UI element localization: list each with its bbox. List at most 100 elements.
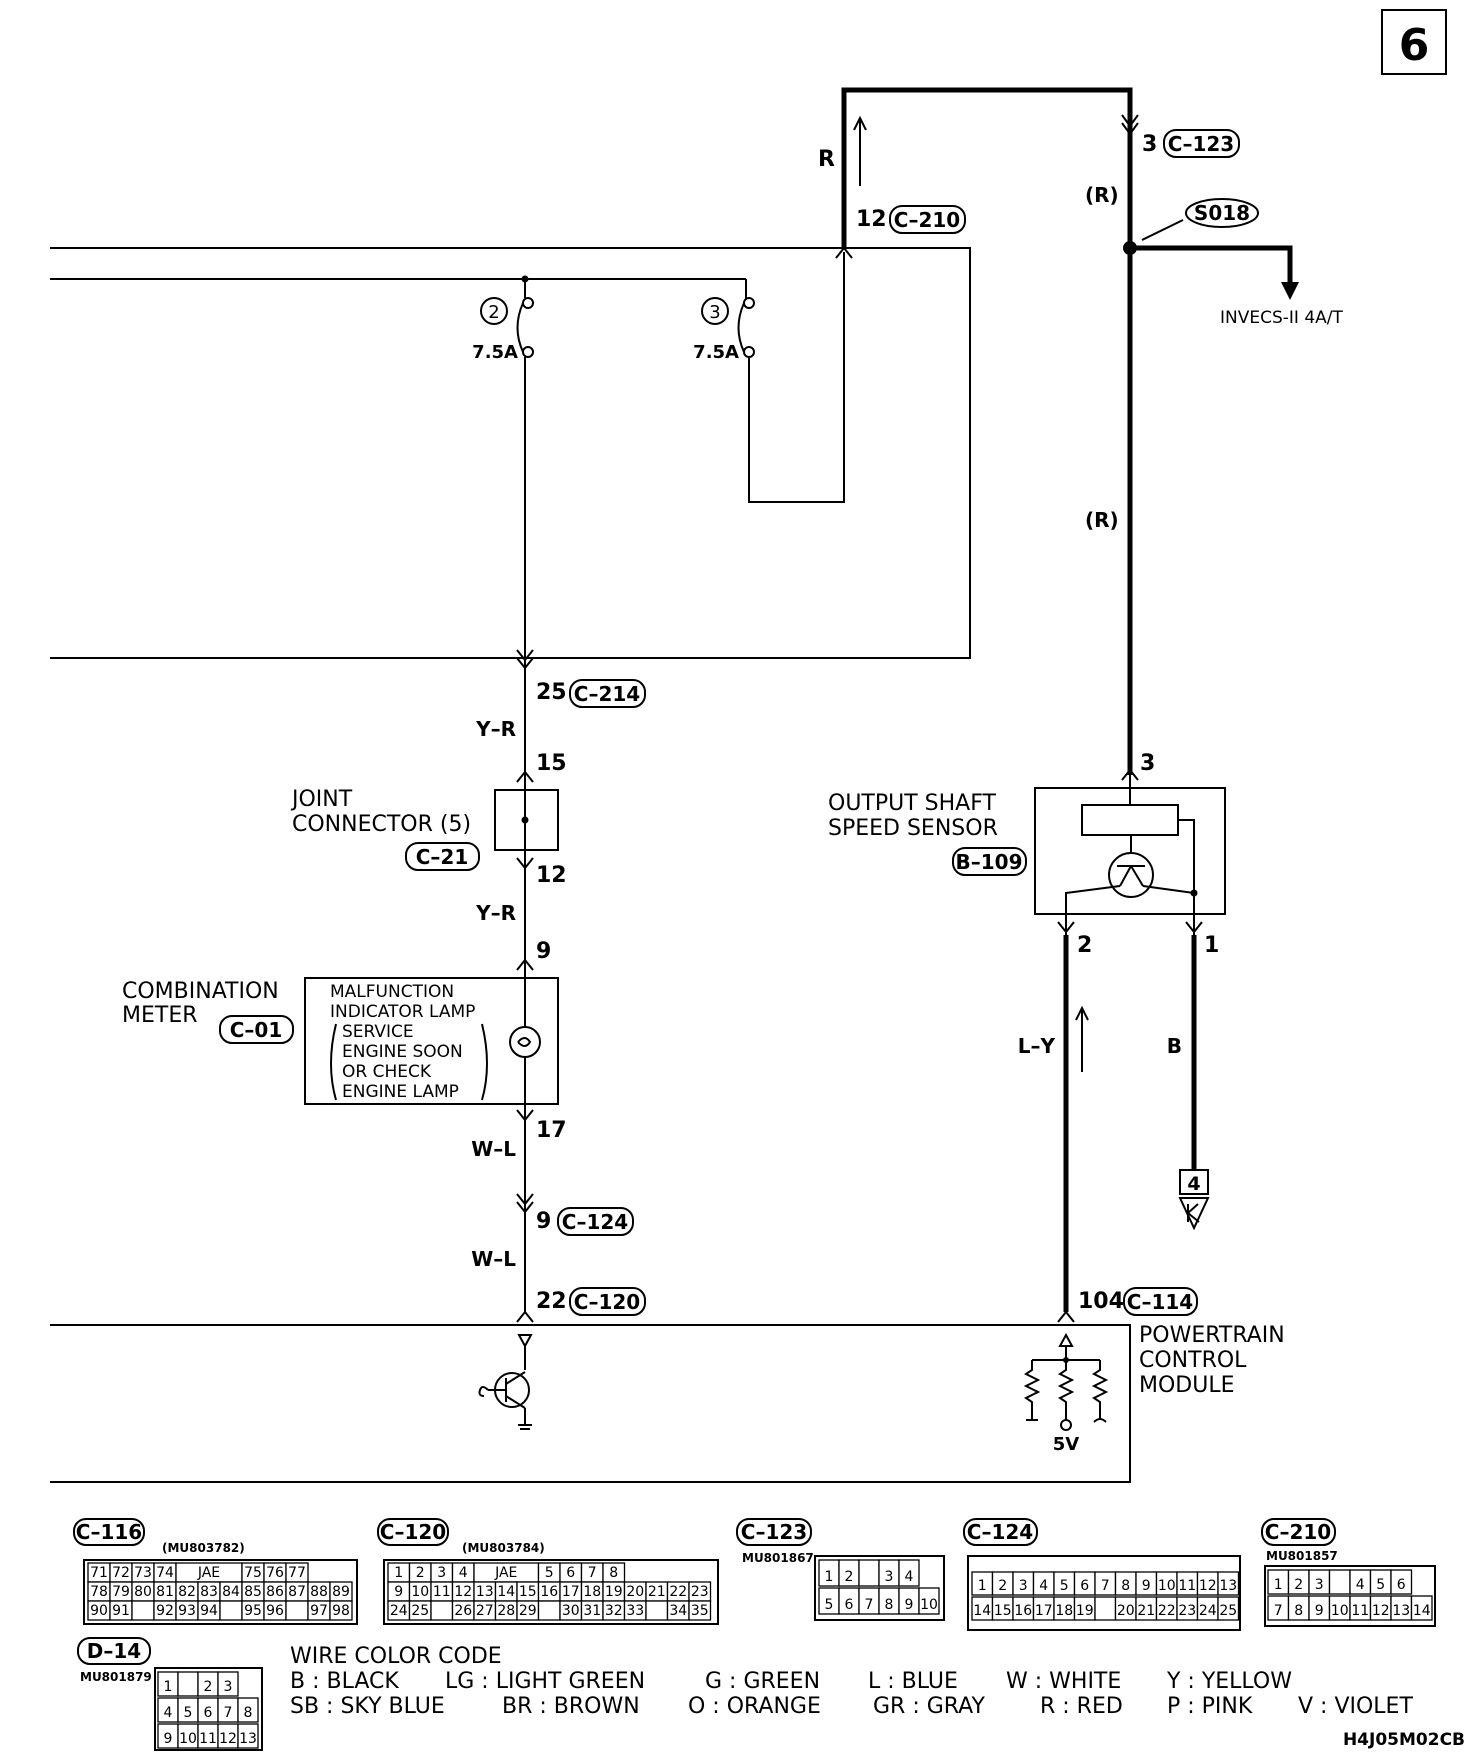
fuse-3-number: 3: [709, 302, 720, 323]
page-number: 6: [1399, 20, 1430, 71]
connector-pin-label: 8: [1294, 1603, 1303, 1619]
connector-pin-cell: [1390, 1569, 1413, 1595]
connector-pin-cell: [688, 1600, 712, 1621]
pcm-line3: MODULE: [1139, 1373, 1235, 1398]
ground-ref: 4: [1187, 1173, 1200, 1195]
connector-pin-label: 9: [164, 1731, 173, 1747]
connector-pin-label: 5: [545, 1565, 554, 1581]
connector-pin-label: 78: [90, 1584, 108, 1600]
connector-pin-label: 14: [973, 1603, 991, 1619]
connector-pin-label: 8: [244, 1705, 253, 1721]
oss-top-terminal: [1121, 768, 1139, 781]
pin-c123: 3: [1142, 132, 1157, 157]
connector-pin-label: 89: [332, 1584, 350, 1600]
connector-pin-label: 3: [1019, 1578, 1028, 1594]
connector-pin-label: 27: [476, 1603, 494, 1619]
wire-wl-lower: W–L: [471, 1247, 516, 1271]
pcm-input-circuit-icon: [1023, 1332, 1109, 1431]
connector-pin-label: 81: [156, 1584, 174, 1600]
connector-c214: C–214: [574, 682, 640, 706]
connector-pin-label: 1: [394, 1565, 403, 1581]
connector-pin-label: 98: [332, 1603, 350, 1619]
invecs-wire: [1130, 245, 1293, 290]
ground-ref-box: [1179, 1169, 1209, 1195]
connector-pin-label: 8: [885, 1597, 894, 1613]
connector-pin-label: 10: [411, 1584, 429, 1600]
connector-pin-label: 12: [454, 1584, 472, 1600]
connector-c214-badge: [569, 679, 646, 708]
mil-paren-right: [481, 1023, 488, 1101]
connector-pin-label: 19: [1076, 1603, 1094, 1619]
connector-pin-label: 13: [1219, 1578, 1237, 1594]
connector-pin-label: 23: [691, 1584, 709, 1600]
connector-pin-label: 4: [1039, 1578, 1048, 1594]
fuse-block-outline: [50, 247, 971, 659]
fuse-3-rating: 7.5A: [693, 342, 739, 363]
connector-pin-label: 14: [497, 1584, 515, 1600]
invecs-arrow: [1281, 282, 1299, 300]
legend-entry: G : GREEN: [705, 1669, 820, 1694]
legend-entry: W : WHITE: [1006, 1669, 1121, 1694]
combination-meter-line1: COMBINATION: [122, 979, 279, 1004]
connector-pin-label: 71: [90, 1565, 108, 1581]
connector-pin-label: 12: [1372, 1603, 1390, 1619]
connector-pin-label: 92: [156, 1603, 174, 1619]
connector-pin-label: 73: [134, 1565, 152, 1581]
c124-terminal: [516, 1193, 534, 1214]
connector-c114: C–114: [1127, 1290, 1193, 1314]
connector-pin-label: 31: [583, 1603, 601, 1619]
connector-c123-badge: [1163, 129, 1240, 158]
connector-pin-label: 82: [178, 1584, 196, 1600]
connector-view-c120-part: (MU803784): [462, 1541, 545, 1555]
connector-pin-cell: [131, 1600, 155, 1621]
connector-pin-cell: [898, 1559, 920, 1587]
c214-terminal: [516, 649, 534, 670]
legend-entry: O : ORANGE: [688, 1694, 821, 1719]
connector-pin-label: 3: [224, 1679, 233, 1695]
connector-pin-label: 4: [1356, 1577, 1365, 1593]
legend-title: WIRE COLOR CODE: [290, 1644, 502, 1669]
connector-pin-label: 1: [978, 1578, 987, 1594]
connector-pin-label: 11: [199, 1731, 217, 1747]
connector-pin-label: 9: [905, 1597, 914, 1613]
connector-pin-cell: [1094, 1596, 1117, 1621]
connector-pin-label: 25: [411, 1603, 429, 1619]
legend-entry: R : RED: [1040, 1694, 1123, 1719]
connector-pin-label: 30: [562, 1603, 580, 1619]
connector-c21: C–21: [416, 845, 469, 869]
connector-pin-label: 11: [1178, 1578, 1196, 1594]
connector-pin-cell: [237, 1697, 259, 1723]
fuse-3-symbol: [701, 297, 755, 358]
connector-pin-label: 5: [1376, 1577, 1385, 1593]
connector-pin-label: 4: [164, 1705, 173, 1721]
connector-pin-label: 17: [562, 1584, 580, 1600]
connector-view-c116-id: C–116: [76, 1520, 142, 1544]
connector-pin-label: 25: [1219, 1603, 1237, 1619]
connector-b109-badge: [952, 847, 1027, 876]
wire-r-right-upper: (R): [1085, 183, 1119, 207]
connector-pin-label: 9: [394, 1584, 403, 1600]
connector-pin-cell: [237, 1723, 259, 1749]
connector-pin-label: 16: [1014, 1603, 1032, 1619]
connector-pin-label: 87: [288, 1584, 306, 1600]
pcm-voltage: 5V: [1053, 1434, 1080, 1455]
connector-pin-cell: [537, 1600, 561, 1621]
connector-c124: C–124: [562, 1210, 628, 1234]
connector-view-d14-part: MU801879: [80, 1670, 152, 1684]
connector-pin-label: 83: [200, 1584, 218, 1600]
connector-pin-label: 72: [112, 1565, 130, 1581]
ground-arrow-icon: [1178, 1197, 1210, 1231]
connector-pin-label: 94: [200, 1603, 218, 1619]
pin-jc-out: 12: [536, 863, 567, 888]
connector-pin-label: 34: [669, 1603, 687, 1619]
connector-pin-label: 7: [588, 1565, 597, 1581]
pin-c120: 22: [536, 1289, 567, 1314]
wire-yr-upper: Y–R: [475, 717, 516, 741]
connector-pin-label: 32: [605, 1603, 623, 1619]
connector-pin-label: 21: [648, 1584, 666, 1600]
